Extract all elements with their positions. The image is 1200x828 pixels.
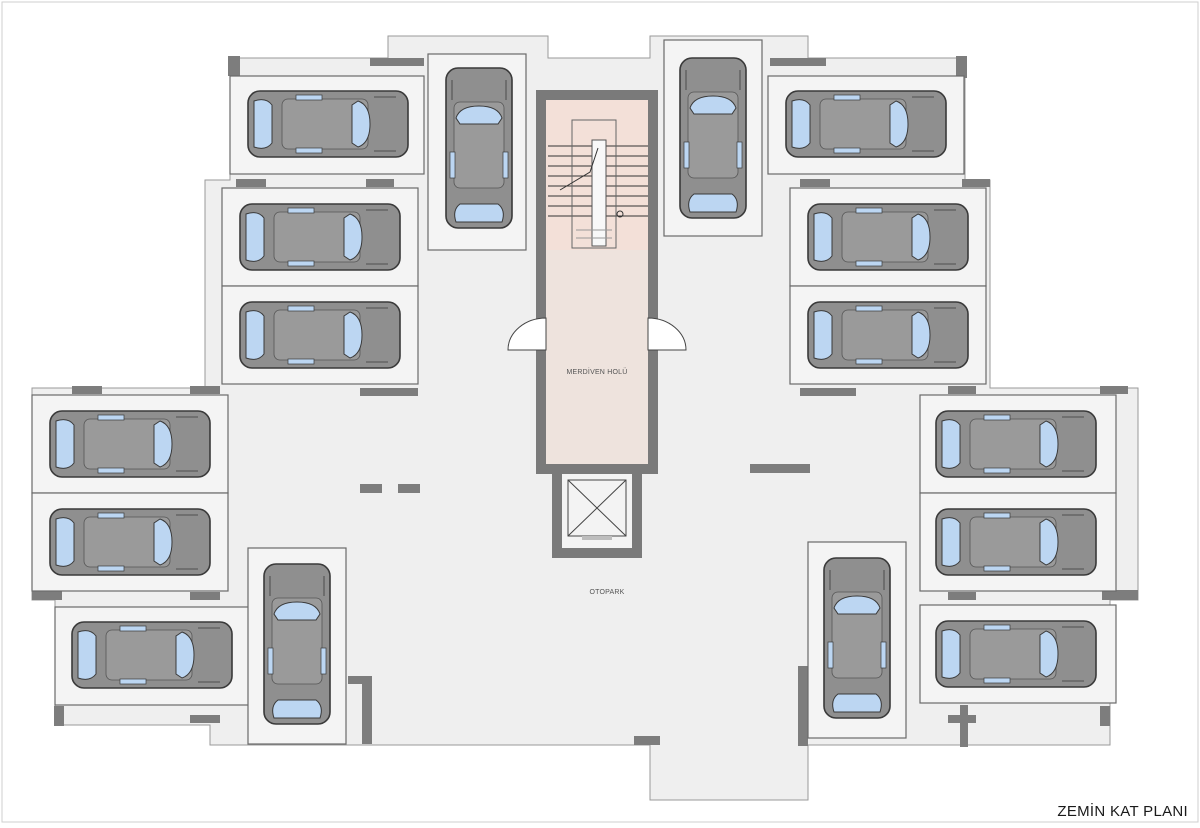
car-icon xyxy=(807,301,969,369)
door-swing-icon xyxy=(507,317,547,351)
staircase-icon xyxy=(548,119,648,249)
car-icon xyxy=(239,203,401,271)
parking-area-label: OTOPARK xyxy=(590,589,625,596)
elevator-shaft-icon xyxy=(552,474,642,558)
car-icon xyxy=(935,620,1097,688)
wall-segments xyxy=(32,56,1138,747)
car-icon xyxy=(807,203,969,271)
car-icon xyxy=(247,90,409,158)
car-icon xyxy=(71,621,233,689)
car-icon xyxy=(679,57,747,219)
car-icon xyxy=(935,508,1097,576)
plan-title: ZEMİN KAT PLANI xyxy=(1057,803,1188,820)
car-icon xyxy=(823,557,891,719)
stair-core: MERDİVEN HOLÜ xyxy=(507,90,687,474)
car-icon xyxy=(445,67,513,229)
car-icon xyxy=(49,508,211,576)
car-icon xyxy=(785,90,947,158)
door-swing-icon xyxy=(647,317,687,351)
car-icon xyxy=(935,410,1097,478)
car-icon xyxy=(49,410,211,478)
car-icon xyxy=(239,301,401,369)
car-icon xyxy=(263,563,331,725)
stair-hall-label: MERDİVEN HOLÜ xyxy=(567,367,628,376)
